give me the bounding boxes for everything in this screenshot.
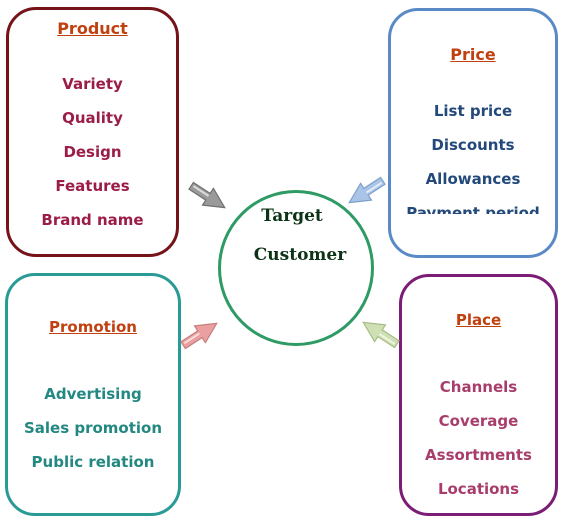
- promotion-item: Sales promotion: [23, 419, 163, 437]
- arrow-icon-product: [188, 181, 226, 209]
- price-title: Price: [450, 45, 496, 64]
- promotion-item: Advertising: [44, 385, 142, 403]
- place-item: Locations: [437, 480, 520, 498]
- price-box: Price List price Discounts Allowances Pa…: [388, 8, 558, 258]
- arrow-icon-price: [348, 176, 386, 204]
- promotion-item: Public relation: [31, 453, 155, 471]
- product-item: Features: [55, 177, 130, 195]
- place-title: Place: [455, 311, 502, 329]
- product-item: Brand name: [41, 211, 144, 229]
- place-item: Channels: [439, 378, 518, 396]
- product-item: Variety: [62, 75, 123, 93]
- price-list: List price Discounts Allowances Payment …: [391, 101, 555, 214]
- place-item: Assortments: [425, 446, 532, 464]
- target-customer-circle: [218, 190, 374, 346]
- product-box: Product Variety Quality Design Features …: [6, 7, 179, 257]
- place-box: Place Channels Coverage Assortments Loca…: [399, 274, 558, 516]
- place-list: Channels Coverage Assortments Locations: [402, 377, 555, 513]
- price-item: List price: [433, 102, 513, 120]
- product-list: Variety Quality Design Features Brand na…: [9, 74, 176, 244]
- product-title: Product: [57, 19, 128, 38]
- arrow-icon-place: [362, 321, 400, 349]
- price-item: Payment period: [406, 204, 540, 214]
- product-item: Quality: [62, 109, 123, 127]
- arrow-icon-promotion: [180, 322, 218, 350]
- price-item: Discounts: [431, 136, 515, 154]
- center-label-line1: Target: [261, 206, 323, 226]
- product-item: Design: [63, 143, 122, 161]
- center-label-line2: Customer: [253, 245, 347, 265]
- promotion-box: Promotion Advertising Sales promotion Pu…: [5, 273, 181, 516]
- promotion-title: Promotion: [49, 318, 137, 336]
- price-item: Allowances: [425, 170, 521, 188]
- promotion-list: Advertising Sales promotion Public relat…: [8, 384, 178, 486]
- place-item: Coverage: [438, 412, 519, 430]
